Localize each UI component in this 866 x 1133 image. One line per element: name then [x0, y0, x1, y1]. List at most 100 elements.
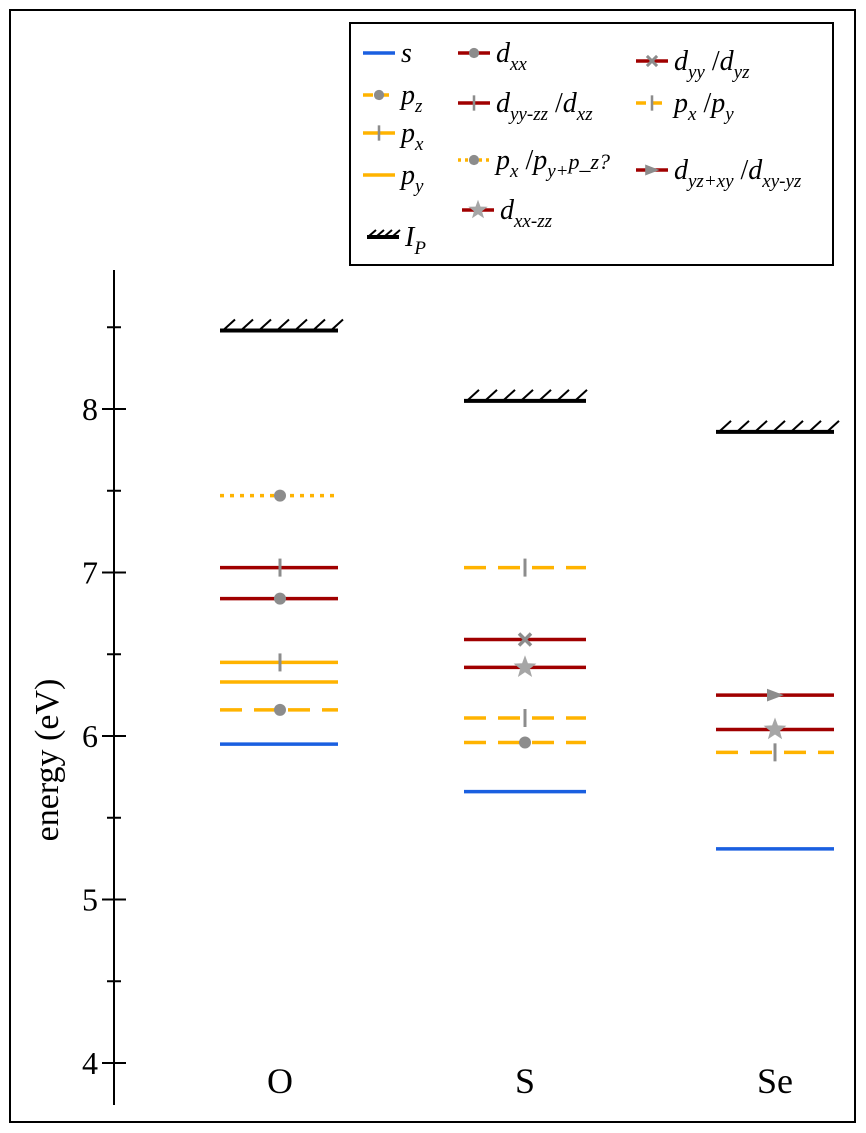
x-marker — [645, 54, 659, 68]
y-tick-label: 7 — [82, 555, 98, 591]
legend-label: dyy /dyz — [674, 46, 750, 83]
legend-entry-pz: pz — [363, 80, 423, 117]
legend-label-base: p — [494, 145, 510, 176]
circle-marker — [274, 489, 286, 502]
level-ip-o — [220, 318, 344, 333]
legend-label-mid: / — [518, 145, 533, 176]
legend-label-sub: x — [509, 161, 519, 182]
legend-entry-s: s — [363, 38, 412, 69]
level-dxxzz-se — [716, 717, 834, 740]
star-marker — [468, 199, 488, 219]
legend-label-base: d — [674, 155, 689, 186]
legend-label: s — [401, 38, 412, 69]
hatch-marks — [368, 229, 401, 237]
level-pz-o — [220, 703, 338, 716]
legend-entry-py: py — [363, 160, 424, 197]
star-marker — [763, 717, 787, 740]
level-dxx-o — [220, 592, 338, 605]
legend-label: py — [399, 160, 424, 197]
legend-label-sub2: y+ — [545, 161, 568, 182]
level-px-o — [220, 653, 338, 672]
circle-marker — [468, 154, 480, 166]
level-px_py-s — [464, 558, 586, 577]
hatch-marks — [223, 318, 344, 331]
legend-label-sub: y — [413, 176, 424, 197]
circle-marker — [519, 736, 531, 749]
legend-label-sub: z — [414, 96, 423, 117]
legend-label: dxx — [496, 38, 527, 75]
legend-label-tail: p_z? — [566, 149, 610, 174]
legend-label-sub: yy — [686, 62, 705, 83]
category-label: S — [515, 1061, 535, 1101]
legend-label-base2: d — [720, 46, 735, 77]
legend-label-base: d — [500, 195, 515, 226]
legend-label: px /py+p_z? — [494, 145, 610, 182]
legend-label-sub: x — [687, 104, 697, 125]
level-ip-se — [716, 420, 840, 434]
legend-label-mid: / — [548, 88, 563, 119]
legend-label-sub2: xy-yz — [761, 171, 802, 192]
level-px_py-s — [464, 709, 586, 728]
legend-label-base: p — [672, 88, 688, 119]
legend-label-base: p — [399, 80, 415, 111]
legend-label-base2: p — [709, 88, 725, 119]
legend-label-base2: d — [748, 155, 763, 186]
legend-label-base: I — [404, 222, 416, 253]
legend-entry-px: px — [363, 118, 424, 155]
level-px_py-se — [716, 743, 834, 762]
figure-frame — [9, 9, 856, 1123]
hatch-marks — [719, 420, 840, 432]
y-tick-label: 4 — [82, 1045, 98, 1081]
legend-entry-dyzxy: dyz+xy /dxy-yz — [636, 155, 802, 192]
legend-entry-pxpypz: px /py+p_z? — [458, 145, 610, 182]
legend-label-sub: yy-zz — [508, 104, 549, 125]
y-tick-label: 8 — [82, 391, 98, 427]
legend-label: pz — [399, 80, 423, 117]
legend-box — [349, 22, 834, 266]
legend-label-sub: xx — [509, 54, 527, 75]
energy-levels — [220, 318, 840, 851]
level-pxpypz-o — [220, 489, 338, 502]
level-dyy_dyz-s — [464, 632, 586, 647]
legend-label-base2: p — [531, 145, 547, 176]
legend-label: dxx-zz — [500, 195, 553, 232]
circle-marker — [373, 89, 385, 101]
legend-label-sub: x — [414, 134, 424, 155]
category-label: O — [267, 1061, 293, 1101]
legend-entry-dyyzz_dxz: dyy-zz /dxz — [458, 88, 593, 125]
legend-entry-dxxzz: dxx-zz — [462, 195, 553, 232]
circle-marker — [274, 703, 286, 716]
triangle-marker — [767, 688, 784, 702]
legend-label-base: d — [496, 38, 511, 69]
legend-label-base2: d — [563, 88, 578, 119]
legend-label-sub2: xz — [576, 104, 593, 125]
legend-label-base: s — [401, 38, 412, 69]
legend-entry-px_py: px /py — [636, 88, 734, 125]
legend-entry-dyy_dyz: dyy /dyz — [636, 46, 750, 83]
legend-label-mid: / — [696, 88, 711, 119]
legend-label: dyz+xy /dxy-yz — [674, 155, 802, 192]
legend-label-mid: / — [734, 155, 749, 186]
legend-label-sub2: yz — [732, 62, 750, 83]
level-dyyzz_dxz-o — [220, 558, 338, 577]
level-pz-s — [464, 736, 586, 749]
legend-label: IP — [404, 222, 426, 259]
level-dyzxy-se — [716, 688, 834, 702]
level-ip-s — [464, 389, 588, 403]
legend-label-sub2: y — [723, 104, 734, 125]
circle-marker — [468, 47, 480, 59]
hatch-marks — [467, 389, 588, 401]
category-labels: O S Se — [267, 1061, 793, 1101]
legend-label: dyy-zz /dxz — [496, 88, 593, 125]
legend-label-base: d — [496, 88, 511, 119]
level-dxxzz-s — [464, 655, 586, 677]
category-label: Se — [757, 1061, 793, 1101]
legend-label: px /py — [672, 88, 734, 125]
y-axis-label: energy (eV) — [29, 679, 66, 842]
legend-entry-dxx: dxx — [458, 38, 527, 75]
legend-label-mid: / — [705, 46, 720, 77]
legend-label-sub: xx-zz — [513, 211, 553, 232]
y-tick-label: 5 — [82, 882, 98, 918]
